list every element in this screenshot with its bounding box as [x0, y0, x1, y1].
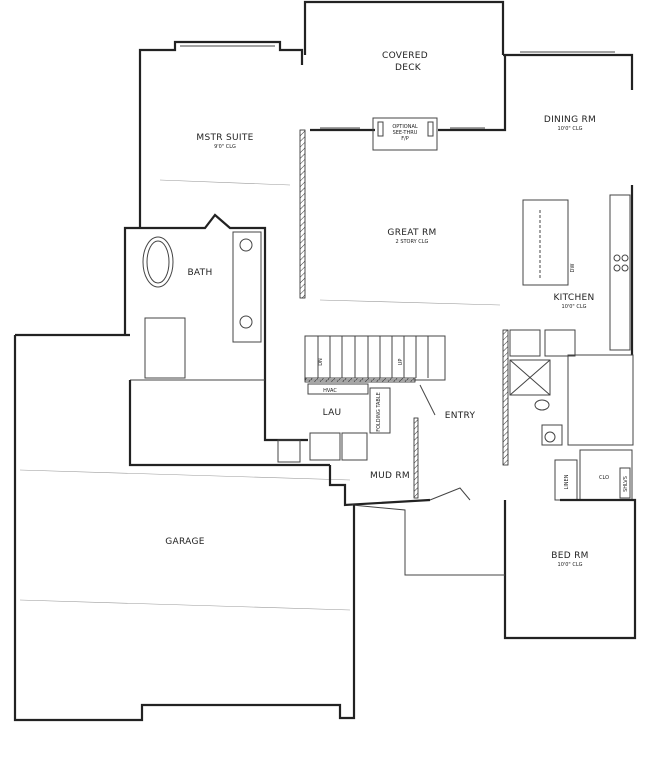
- stairs-up-label: UP: [398, 359, 404, 366]
- covered-deck: COVERED DECK: [303, 0, 507, 132]
- great-room-ceiling: 2 STORY CLG: [396, 239, 429, 245]
- kitchen-label: KITCHEN: [553, 293, 594, 303]
- stairs: DN UP: [304, 335, 446, 383]
- mud-room-label: MUD RM: [370, 471, 410, 481]
- dining-room-ceiling: 10'0" CLG: [558, 126, 583, 132]
- hvac-label: HVAC: [323, 388, 337, 394]
- shelves-label: SHLVS: [623, 476, 629, 492]
- garage-label: GARAGE: [165, 537, 204, 547]
- stair-treads: [317, 336, 429, 378]
- entry-label: ENTRY: [445, 411, 476, 421]
- dishwasher-label: DW: [570, 264, 576, 273]
- stairs-down-label: DN: [318, 358, 324, 366]
- master-suite-ceiling: 9'0" CLG: [214, 144, 236, 150]
- fireplace-label-2: SEE-THRU: [393, 130, 418, 136]
- great-room-label: GREAT RM: [387, 228, 436, 238]
- kitchen-ceiling: 10'0" CLG: [562, 304, 587, 310]
- background-sketch: [19, 179, 501, 611]
- bedroom-ceiling: 10'0" CLG: [558, 562, 583, 568]
- fireplace: OPTIONAL SEE-THRU F/P: [372, 117, 438, 151]
- master-suite: MSTR SUITE 9'0" CLG: [138, 40, 306, 299]
- folding-table-label: FOLDING TABLE: [376, 392, 382, 432]
- kitchen: DW KITCHEN 10'0" CLG: [522, 194, 631, 351]
- fireplace-label-1: OPTIONAL: [392, 124, 418, 130]
- master-suite-label: MSTR SUITE: [196, 133, 253, 143]
- utility-core: LINEN CLO SHLVS: [502, 329, 634, 501]
- covered-deck-label-1: COVERED: [382, 51, 428, 61]
- dining-room-label: DINING RM: [544, 115, 596, 125]
- laundry-label: LAU: [323, 408, 342, 418]
- entry: ENTRY: [419, 384, 476, 501]
- closet-label: CLO: [599, 475, 609, 481]
- garage: GARAGE: [13, 333, 356, 722]
- bedroom-label: BED RM: [551, 551, 588, 561]
- fireplace-label-3: F/P: [401, 136, 409, 142]
- bath: BATH: [123, 213, 267, 400]
- mud-room: MUD RM: [328, 417, 431, 507]
- laundry: HVAC FOLDING TABLE LAU: [277, 383, 391, 463]
- bath-label: BATH: [187, 268, 212, 278]
- covered-deck-label-2: DECK: [395, 63, 422, 73]
- bedroom: BED RM 10'0" CLG: [503, 498, 637, 640]
- front-porch: [351, 504, 505, 576]
- linen-label: LINEN: [564, 474, 570, 489]
- great-room: GREAT RM 2 STORY CLG: [387, 228, 436, 245]
- dining-room: DINING RM 10'0" CLG: [503, 51, 634, 355]
